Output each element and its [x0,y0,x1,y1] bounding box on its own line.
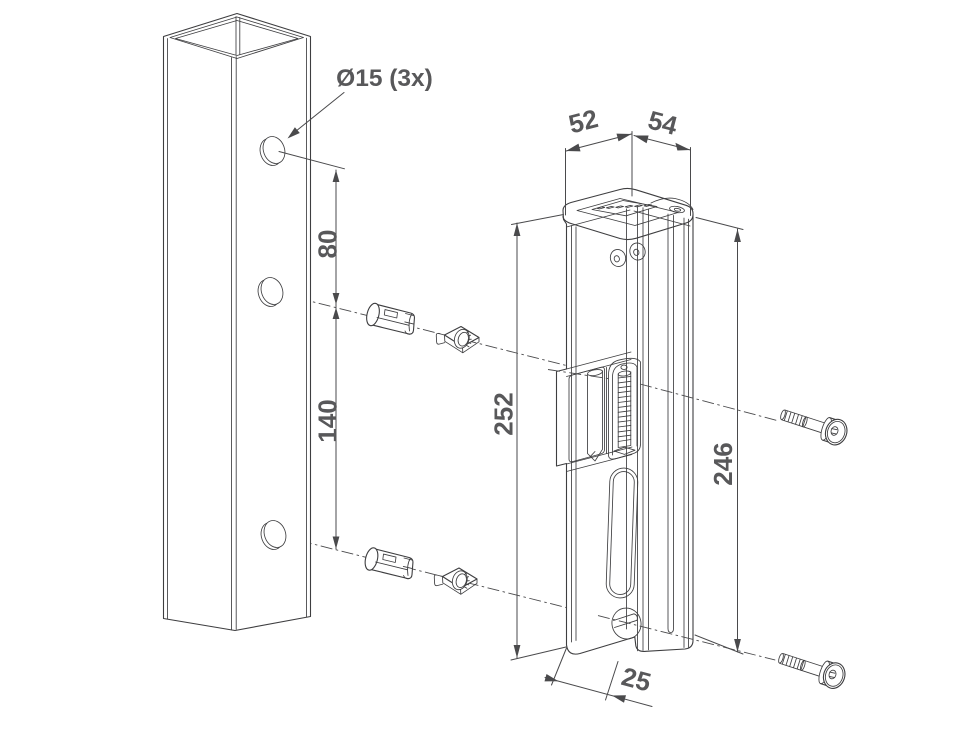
dim-246: 246 [694,217,744,655]
dim-52: 52 [565,103,633,216]
dim-52-label: 52 [565,103,601,139]
cap-vent-slot [591,200,658,217]
dim-80: 80 [278,151,345,319]
socket-screw-lower [773,648,849,692]
post-inner-seam [235,16,241,56]
dim-25: 25 [544,647,654,707]
cap-vent-segments [596,203,653,210]
hole-note-label: Ø15 (3x) [336,65,433,92]
post-hole-middle [257,277,284,307]
dim-140-label: 140 [313,399,343,442]
threaded-insert-upper [435,325,480,354]
keeper-latch-recess [568,366,607,463]
side-profile-top [650,197,694,210]
threaded-insert-lower [433,567,478,595]
screw-threads [783,410,807,427]
dim-252: 252 [489,214,567,661]
keeper-top-cap [562,197,694,241]
center-line-upper-overlay [547,369,612,380]
keeper-oval-slot [605,467,639,599]
insert-serration [466,331,472,348]
expansion-sleeve-lower [362,545,414,580]
front-face-flutes [571,208,627,643]
dim-246-label: 246 [708,442,738,485]
keeper-spring-recess [608,357,641,460]
leader-line [295,92,345,132]
dim-25-label: 25 [618,661,654,697]
dim-252-label: 252 [489,392,519,435]
side-face-flutes [637,205,689,652]
post-outline [162,12,312,632]
post-top-inner-wall [175,20,299,56]
keeper-spring [613,370,636,455]
center-line-lower-right [597,615,796,666]
post-edge-lines [167,37,307,631]
dim-54-label: 54 [645,105,681,141]
post-mounting-holes [257,136,287,550]
post-top-opening [169,16,304,59]
keeper-bottom-hole [611,607,642,640]
keeper-body [555,187,694,655]
center-line-upper-right [639,383,795,426]
expansion-sleeve-upper [366,302,415,335]
post-hole-top [259,136,286,166]
socket-screw-upper [776,406,848,446]
latch-pin [587,370,603,462]
leader-arrow [287,127,300,139]
post-hole-bottom [260,520,287,550]
dim-80-label: 80 [313,230,343,259]
center-line-lower [278,535,613,620]
hole-diameter-note: Ø15 (3x) [287,65,433,139]
screw-socket [830,426,839,436]
dim-140: 140 [313,305,343,550]
keeper-face-holes [609,242,646,267]
square-post [162,12,312,632]
